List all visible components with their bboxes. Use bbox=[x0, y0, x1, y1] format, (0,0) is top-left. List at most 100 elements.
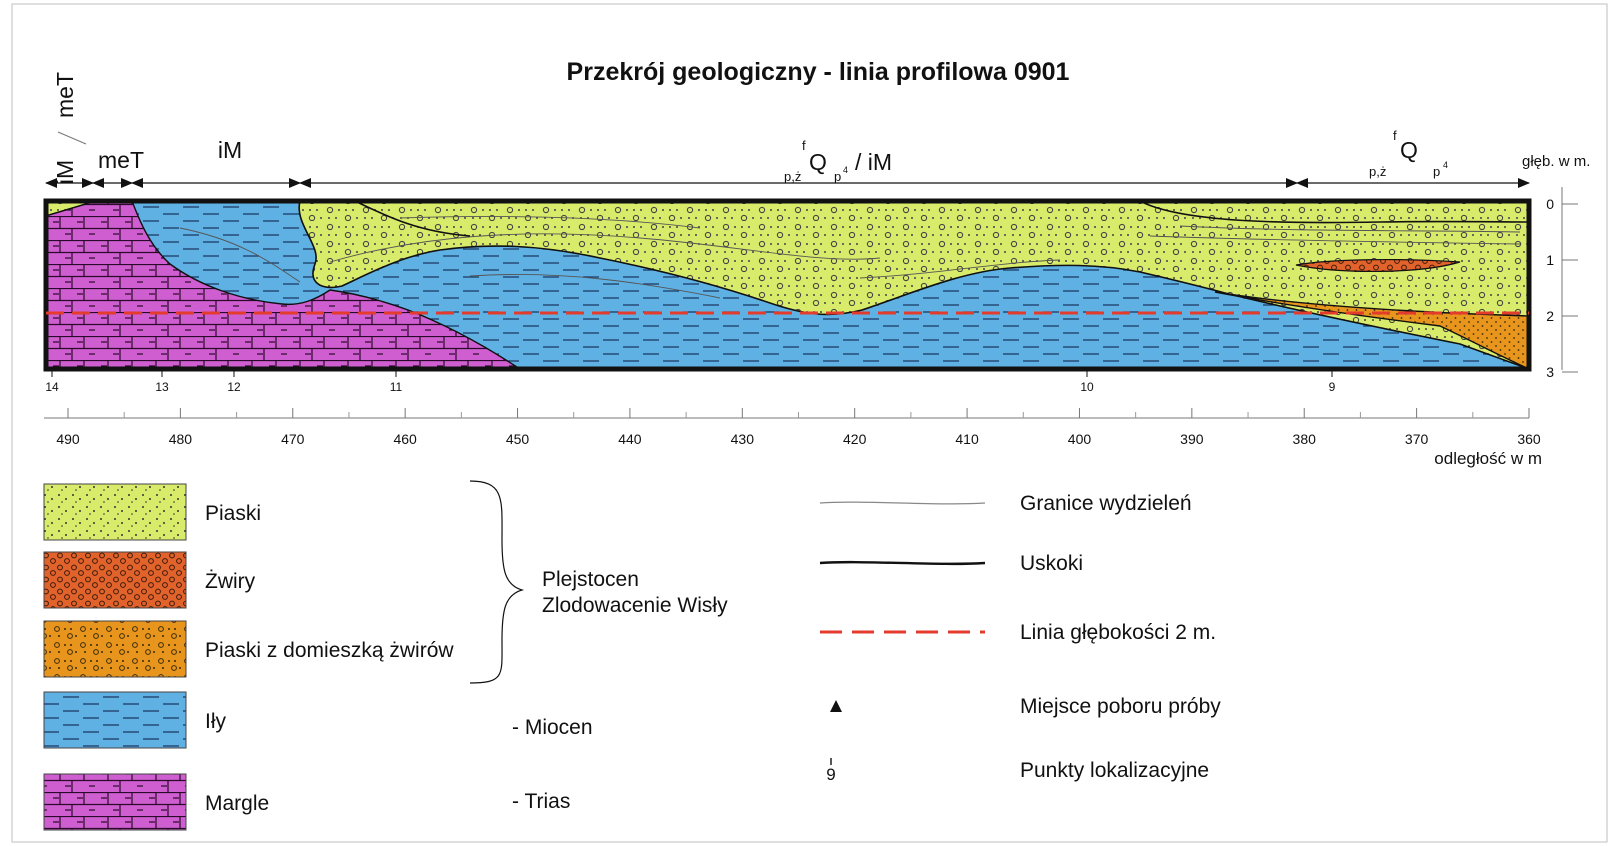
legend-brace bbox=[469, 480, 525, 684]
distance-tick-label: 420 bbox=[843, 431, 867, 447]
point-label: 11 bbox=[390, 380, 403, 394]
internal-boundaries bbox=[179, 216, 1521, 299]
unit-seg5-sub1: p,ż bbox=[1369, 164, 1386, 179]
point-label: 12 bbox=[227, 380, 241, 394]
unit-seg4-main: Q bbox=[809, 149, 827, 175]
legend-label: Granice wydzieleń bbox=[1020, 492, 1192, 515]
depth-tick-label: 0 bbox=[1546, 196, 1554, 212]
boundary-line bbox=[399, 216, 701, 229]
distance-tick-label: 430 bbox=[731, 431, 755, 447]
boundary-line bbox=[469, 273, 721, 299]
legend-label: Iły bbox=[205, 710, 227, 733]
legend-item-thick-line: Uskoki bbox=[819, 552, 1083, 575]
legend-label: Punkty lokalizacyjne bbox=[1020, 759, 1209, 782]
unit-seg4-sub1: p,ż bbox=[784, 169, 801, 184]
legend-swatch-sandgravel bbox=[43, 620, 187, 678]
legend-group-line1: Plejstocen bbox=[542, 568, 639, 591]
boundary-line bbox=[329, 233, 881, 263]
distance-tick-label: 410 bbox=[955, 431, 979, 447]
unit-seg5-main: Q bbox=[1400, 137, 1418, 163]
legend-swatch-gravel bbox=[43, 551, 187, 609]
unit-seg2-label: meT bbox=[98, 147, 144, 173]
legend-item-marl: Margle bbox=[43, 773, 269, 831]
sandgravel-layer bbox=[1214, 291, 1529, 369]
depth-tick-label: 1 bbox=[1546, 252, 1554, 268]
distance-tick-label: 400 bbox=[1068, 431, 1092, 447]
legend-label: Margle bbox=[205, 792, 269, 815]
points-axis: 14 13 12 11 10 9 bbox=[45, 369, 1336, 394]
legend-swatch-sand bbox=[43, 483, 187, 541]
legend-label: Uskoki bbox=[1020, 552, 1083, 575]
legend-trias: - Trias bbox=[512, 790, 570, 813]
boundary-line bbox=[179, 227, 301, 283]
legend-thin-line-symbol bbox=[819, 501, 986, 505]
legend-swatch-marl bbox=[43, 773, 187, 831]
legend-item-thin-line: Granice wydzieleń bbox=[819, 492, 1192, 515]
figure-title: Przekrój geologiczny - linia profilowa 0… bbox=[567, 58, 1070, 86]
unit-seg4-sub2: p bbox=[834, 169, 841, 184]
unit-labels: meT iM meT iM f Q p,ż p 4 / iM f Q p,ż p… bbox=[52, 72, 1448, 184]
legend-item-gravel: Żwiry bbox=[43, 551, 256, 609]
unit-slash bbox=[57, 131, 87, 145]
unit-seg4-sub2sup: 4 bbox=[843, 165, 848, 175]
unit-seg1-label: iM bbox=[52, 160, 78, 184]
legend-label: Linia głębokości 2 m. bbox=[1020, 621, 1216, 644]
fault-line bbox=[354, 201, 471, 237]
unit-seg4-sup: f bbox=[802, 138, 806, 153]
legend-label: Żwiry bbox=[205, 570, 256, 593]
point-label: 14 bbox=[45, 380, 59, 394]
legend-label: Miejsce poboru próby bbox=[1020, 695, 1221, 718]
section-frame bbox=[43, 198, 1532, 372]
boundary-line bbox=[859, 259, 1061, 279]
section-body bbox=[46, 201, 1529, 369]
gravel-lens bbox=[1295, 259, 1461, 273]
distance-tick-label: 370 bbox=[1405, 431, 1429, 447]
triangle-icon bbox=[830, 700, 842, 712]
distance-tick-label: 470 bbox=[281, 431, 305, 447]
legend-point-symbol: 9 bbox=[826, 765, 835, 784]
distance-axis: 490 480 470 460 450 440 430 420 410 400 390 380 370 3… bbox=[44, 408, 1542, 468]
legend-item-red-dash: Linia głębokości 2 m. bbox=[820, 621, 1216, 644]
unit-seg5-sup: f bbox=[1393, 128, 1397, 143]
distance-axis-label: odległość w m bbox=[1434, 449, 1542, 468]
fault-line bbox=[1139, 201, 1529, 224]
boundary-line bbox=[1179, 225, 1521, 233]
point-label: 9 bbox=[1329, 380, 1336, 394]
legend-fault-symbol bbox=[819, 560, 986, 566]
unit-seg3-label: iM bbox=[218, 137, 242, 163]
unit-seg4-tail: / iM bbox=[855, 149, 892, 175]
distance-tick-label: 480 bbox=[169, 431, 193, 447]
legend-item-triangle: Miejsce poboru próby bbox=[830, 695, 1221, 718]
legend-label: Piaski z domieszką żwirów bbox=[205, 639, 454, 662]
legend-item-sandgravel: Piaski z domieszką żwirów bbox=[43, 620, 454, 678]
faults bbox=[354, 201, 1529, 237]
distance-tick-label: 450 bbox=[506, 431, 530, 447]
unit-rotated-label: meT bbox=[52, 72, 78, 118]
unit-seg5-sub2sup: 4 bbox=[1443, 160, 1448, 170]
distance-tick-label: 440 bbox=[618, 431, 642, 447]
legend-swatch-clay bbox=[43, 691, 187, 749]
legend-label: Piaski bbox=[205, 502, 261, 525]
depth-tick-label: 2 bbox=[1546, 308, 1554, 324]
legend-item-clay: Iły bbox=[43, 691, 227, 749]
distance-tick-label: 380 bbox=[1293, 431, 1317, 447]
distance-tick-label: 460 bbox=[393, 431, 417, 447]
depth-axis: głęb. w m. 0 1 2 3 bbox=[1522, 153, 1590, 380]
figure-frame bbox=[11, 3, 1608, 843]
distance-tick-label: 390 bbox=[1180, 431, 1204, 447]
boundary-line bbox=[1149, 235, 1521, 245]
distance-tick-label: 490 bbox=[56, 431, 80, 447]
legend-group-line2: Zlodowacenie Wisły bbox=[542, 594, 728, 617]
point-label: 13 bbox=[155, 380, 169, 394]
legend-item-point: 9 Punkty lokalizacyjne bbox=[826, 758, 1209, 784]
point-label: 10 bbox=[1080, 380, 1094, 394]
legend-miocen: - Miocen bbox=[512, 716, 593, 739]
marl-layer bbox=[46, 201, 522, 369]
depth-tick-label: 3 bbox=[1546, 364, 1554, 380]
legend-item-sand: Piaski bbox=[43, 483, 261, 541]
unit-seg5-sub2: p bbox=[1433, 164, 1440, 179]
distance-tick-label: 360 bbox=[1517, 431, 1541, 447]
depth-axis-label: głęb. w m. bbox=[1522, 153, 1590, 170]
